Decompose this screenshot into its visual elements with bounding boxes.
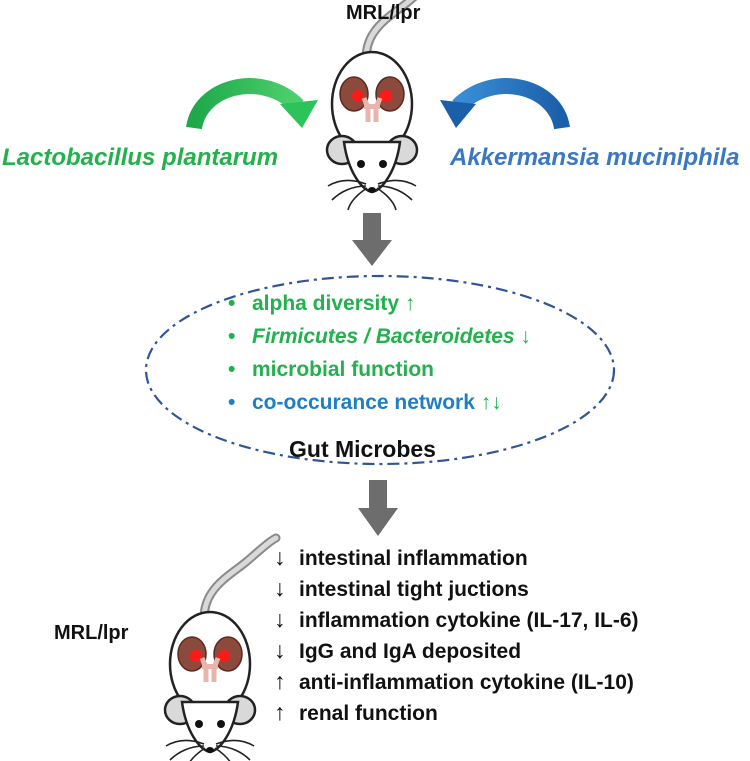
gut-microbe-item-text: ↑: [399, 292, 416, 315]
outcome-item: ↓ intestinal inflammation: [274, 544, 528, 571]
gut-microbe-item-text: ↑↓: [474, 391, 502, 414]
bullet-marker: •: [228, 292, 236, 315]
top-mouse-illustration: [327, 0, 438, 210]
outcome-item: ↓ intestinal tight juctions: [274, 575, 529, 602]
outcome-item: ↑ anti-inflammation cytokine (IL-10): [274, 668, 634, 695]
gut-microbe-item: • co-occurance network ↑↓: [228, 391, 502, 415]
gut-microbe-item-text: alpha diversity: [252, 292, 400, 315]
gut-microbe-item-text: Firmicutes / Bacteroidetes: [252, 325, 515, 348]
gut-microbes-ellipse: [144, 274, 616, 466]
gut-microbe-item: • Firmicutes / Bacteroidetes ↓: [228, 325, 531, 349]
down-arrow-icon: ↓: [274, 544, 286, 570]
outcome-item: ↑ renal function: [274, 699, 438, 726]
bottom-mouse-illustration: [165, 538, 276, 761]
green-curved-arrow: [186, 78, 318, 130]
bullet-marker: •: [228, 391, 236, 414]
gut-microbe-item-text: ↓: [514, 325, 531, 348]
gut-microbe-item: • microbial function: [228, 358, 434, 382]
outcome-item: ↓ IgG and IgA deposited: [274, 637, 521, 664]
gut-microbe-item-text: microbial function: [252, 358, 435, 381]
up-arrow-icon: ↑: [274, 699, 286, 725]
outcome-text: anti-inflammation cytokine (IL-10): [299, 671, 634, 694]
top-mouse-label: MRL/lpr: [346, 2, 421, 24]
left-bacterium-label: Lactobacillus plantarum: [2, 144, 279, 171]
bullet-marker: •: [228, 358, 236, 381]
down-arrow-bottom: [358, 480, 398, 536]
gut-microbe-item: • alpha diversity ↑: [228, 292, 415, 316]
gut-microbe-item-text: co-occurance network: [252, 391, 475, 414]
up-arrow-icon: ↑: [274, 668, 286, 694]
outcome-text: intestinal tight juctions: [299, 578, 529, 601]
down-arrow-icon: ↓: [274, 637, 286, 663]
outcome-text: inflammation cytokine (IL-17, IL-6): [299, 609, 639, 632]
outcome-text: intestinal inflammation: [299, 547, 528, 570]
outcome-item: ↓ inflammation cytokine (IL-17, IL-6): [274, 606, 639, 633]
down-arrow-icon: ↓: [274, 575, 286, 601]
down-arrow-icon: ↓: [274, 606, 286, 632]
bullet-marker: •: [228, 325, 236, 348]
outcome-text: renal function: [299, 702, 438, 725]
gut-microbes-title: Gut Microbes: [289, 436, 436, 462]
outcome-text: IgG and IgA deposited: [299, 640, 522, 663]
right-bacterium-label: Akkermansia muciniphila: [450, 144, 740, 171]
blue-curved-arrow: [440, 78, 570, 130]
down-arrow-top: [352, 213, 392, 266]
bottom-mouse-label: MRL/lpr: [54, 622, 129, 644]
